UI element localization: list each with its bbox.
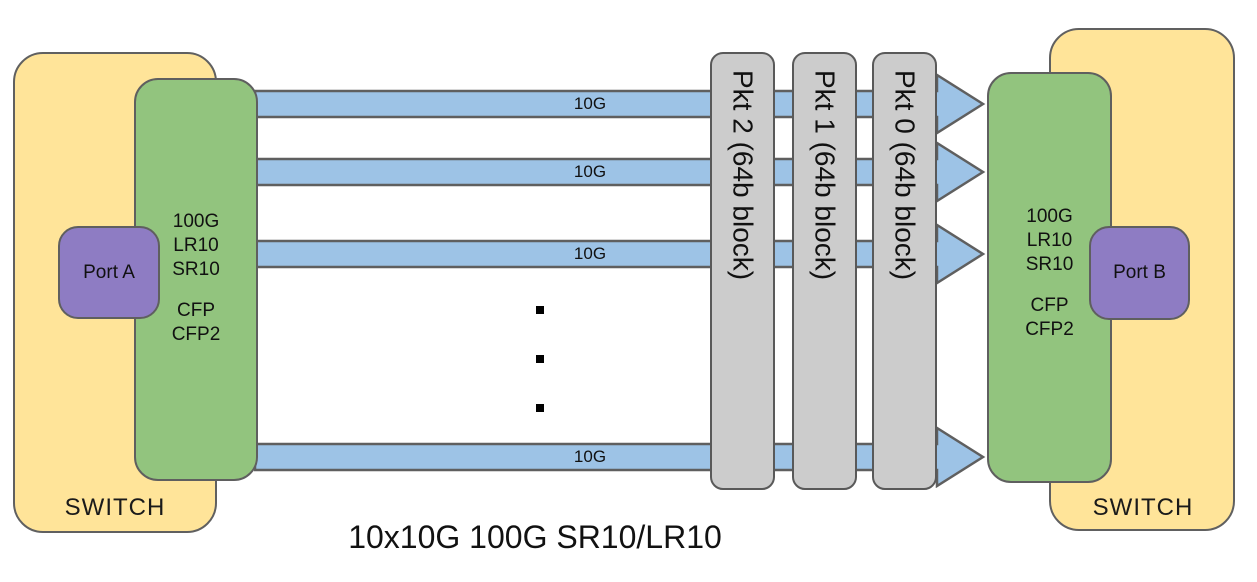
lane-arrow-1 [254, 73, 986, 135]
ellipsis-dot [536, 355, 544, 363]
ellipsis-dot [536, 306, 544, 314]
port-b-box: Port B [1089, 226, 1190, 320]
lane-3-rate-label: 10G [573, 244, 607, 263]
lane-2-rate-label: 10G [573, 162, 607, 181]
lane-4-rate-label: 10G [573, 447, 607, 466]
lane-arrow-3 [254, 223, 986, 285]
packet-block-pkt1-label: Pkt 1 (64b block) [809, 70, 841, 281]
packet-block-pkt1: Pkt 1 (64b block) [792, 52, 857, 490]
packet-block-pkt0-label: Pkt 0 (64b block) [889, 70, 921, 281]
lane-arrow-2 [254, 141, 986, 203]
module-b-formfactor-label: CFP CFP2 [1025, 295, 1074, 340]
lane-arrow-4 [254, 426, 986, 488]
port-a-box: Port A [58, 226, 160, 319]
packet-block-pkt2: Pkt 2 (64b block) [710, 52, 775, 490]
module-a-type-label: 100G LR10 SR10 [172, 211, 220, 280]
port-a-label: Port A [83, 261, 135, 283]
diagram-caption: 10x10G 100G SR10/LR10 [348, 519, 722, 555]
switch-b-label: SWITCH [1092, 494, 1194, 521]
lane-1-rate-label: 10G [573, 94, 607, 113]
port-b-label: Port B [1113, 262, 1166, 283]
switch-a-label: SWITCH [64, 494, 166, 521]
module-a-formfactor-label: CFP CFP2 [171, 300, 221, 345]
ellipsis-dot [536, 404, 544, 412]
packet-block-pkt2-label: Pkt 2 (64b block) [727, 70, 759, 281]
module-b-type-label: 100G LR10 SR10 [1025, 206, 1074, 275]
packet-block-pkt0: Pkt 0 (64b block) [872, 52, 937, 490]
